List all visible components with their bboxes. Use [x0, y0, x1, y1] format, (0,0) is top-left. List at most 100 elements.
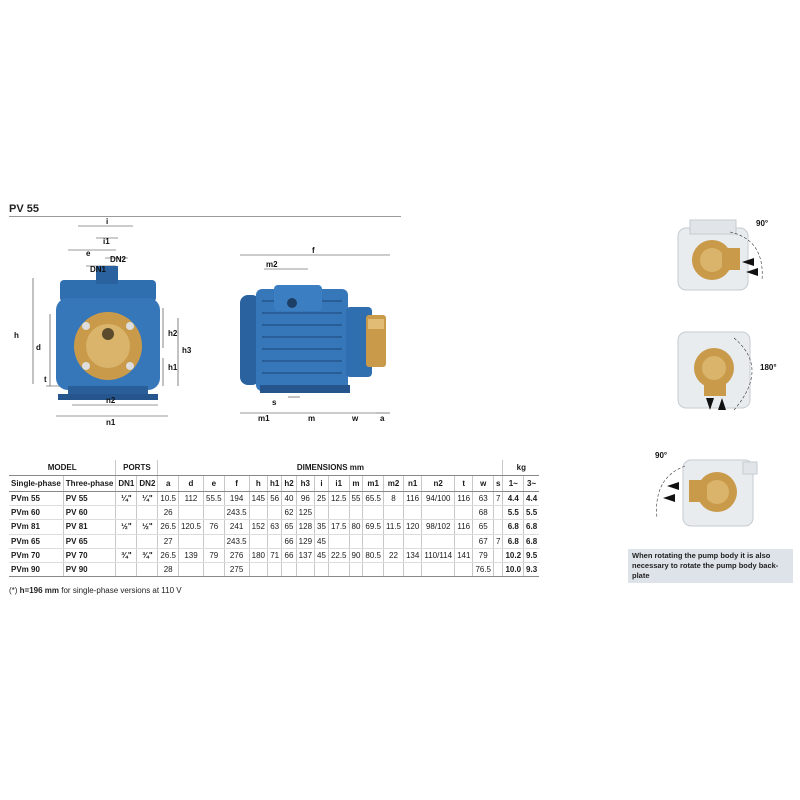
column-header: h [248, 475, 268, 492]
rotation-label-90-bottom: 90° [655, 451, 667, 460]
column-header: t [454, 475, 473, 492]
label-w: w [351, 414, 359, 423]
label-h3: h3 [182, 346, 192, 355]
column-header: 3~ [523, 475, 540, 492]
table-cell [421, 534, 455, 549]
rotation-diagram-90-bottom: 90° [655, 451, 758, 527]
table-cell [454, 562, 473, 578]
table-cell: 243.5 [223, 505, 250, 521]
table-cell [281, 562, 297, 578]
table-cell [327, 562, 350, 578]
table-cell: 69.5 [362, 519, 384, 535]
table-cell [362, 534, 384, 549]
rotation-note: When rotating the pump body it is also n… [628, 549, 793, 583]
footnote-text: for single-phase versions at 110 V [59, 586, 182, 595]
table-cell: 12.5 [327, 491, 350, 507]
column-header: Single-phase [9, 475, 64, 492]
table-cell: 79 [203, 548, 225, 563]
footnote: (*) h=196 mm for single-phase versions a… [9, 586, 182, 595]
table-cell: PVm 81 [9, 519, 64, 535]
table-cell: ¾" [115, 548, 137, 563]
label-m2: m2 [266, 260, 278, 269]
table-cell: 63 [266, 519, 282, 535]
table-cell: 5.5 [502, 505, 524, 521]
table-cell: 27 [157, 534, 179, 549]
label-n1: n1 [106, 418, 116, 427]
table-cell [266, 505, 282, 521]
table-cell [177, 534, 204, 549]
table-cell: 22 [383, 548, 404, 563]
column-header: m1 [362, 475, 384, 492]
label-h: h [14, 331, 19, 340]
table-cell: 243.5 [223, 534, 250, 549]
rotation-label-90-top: 90° [756, 219, 768, 228]
label-m: m [308, 414, 315, 423]
table-cell: 4.4 [502, 491, 524, 507]
table-cell: 180 [248, 548, 268, 563]
table-cell: PV 90 [62, 562, 116, 578]
footnote-prefix: (*) [9, 586, 20, 595]
table-cell [266, 534, 282, 549]
footnote-bold: h=196 mm [19, 586, 60, 595]
table-cell: 128 [295, 519, 315, 535]
label-i: i [106, 218, 108, 226]
table-cell [383, 534, 404, 549]
column-header: s [492, 475, 503, 492]
table-cell: 55 [348, 491, 363, 507]
table-cell: ¼" [136, 491, 158, 507]
label-f: f [312, 246, 315, 255]
table-cell: 26 [157, 505, 179, 521]
table-cell: 141 [454, 548, 473, 563]
table-cell [314, 505, 329, 521]
table-cell [492, 505, 503, 521]
table-cell: 65.5 [362, 491, 384, 507]
table-cell: 22.5 [327, 548, 350, 563]
table-cell: 11.5 [383, 519, 404, 535]
table-cell [177, 562, 204, 578]
table-cell: 7 [492, 534, 503, 549]
table-cell: 55.5 [203, 491, 225, 507]
table-cell [248, 534, 268, 549]
column-header-row: Single-phase Three-phase DN1 DN2 a d e f… [9, 475, 540, 492]
table-cell [348, 534, 363, 549]
label-s: s [272, 398, 277, 407]
table-cell: 80 [348, 519, 363, 535]
table-cell: ¼" [115, 491, 137, 507]
table-cell: 194 [223, 491, 250, 507]
column-header: a [157, 475, 179, 492]
column-header: m [348, 475, 363, 492]
table-cell: 129 [295, 534, 315, 549]
table-cell [421, 562, 455, 578]
pump-side-view: f m2 s m1 m w a [240, 246, 390, 423]
table-cell [383, 505, 404, 521]
table-cell [348, 562, 363, 578]
table-cell [115, 534, 137, 549]
table-cell [383, 562, 404, 578]
table-cell: 94/100 [421, 491, 455, 507]
table-cell: 62 [281, 505, 297, 521]
label-m1: m1 [258, 414, 270, 423]
table-cell: 80.5 [362, 548, 384, 563]
table-cell [314, 562, 329, 578]
table-cell: 241 [223, 519, 250, 535]
column-header: i1 [327, 475, 350, 492]
table-cell: 28 [157, 562, 179, 578]
column-header: DN2 [136, 475, 158, 492]
table-cell: PV 65 [62, 534, 116, 549]
column-header: m2 [383, 475, 404, 492]
label-d: d [36, 343, 41, 352]
table-cell: PVm 55 [9, 491, 64, 507]
column-header: n1 [402, 475, 422, 492]
column-header: 1~ [502, 475, 524, 492]
table-cell [362, 562, 384, 578]
table-cell: 79 [472, 548, 494, 563]
table-cell: 35 [314, 519, 329, 535]
table-cell: PV 70 [62, 548, 116, 563]
table-cell [362, 505, 384, 521]
table-cell [327, 505, 350, 521]
table-cell [136, 562, 158, 578]
group-header-dimensions: DIMENSIONS mm [157, 460, 503, 476]
